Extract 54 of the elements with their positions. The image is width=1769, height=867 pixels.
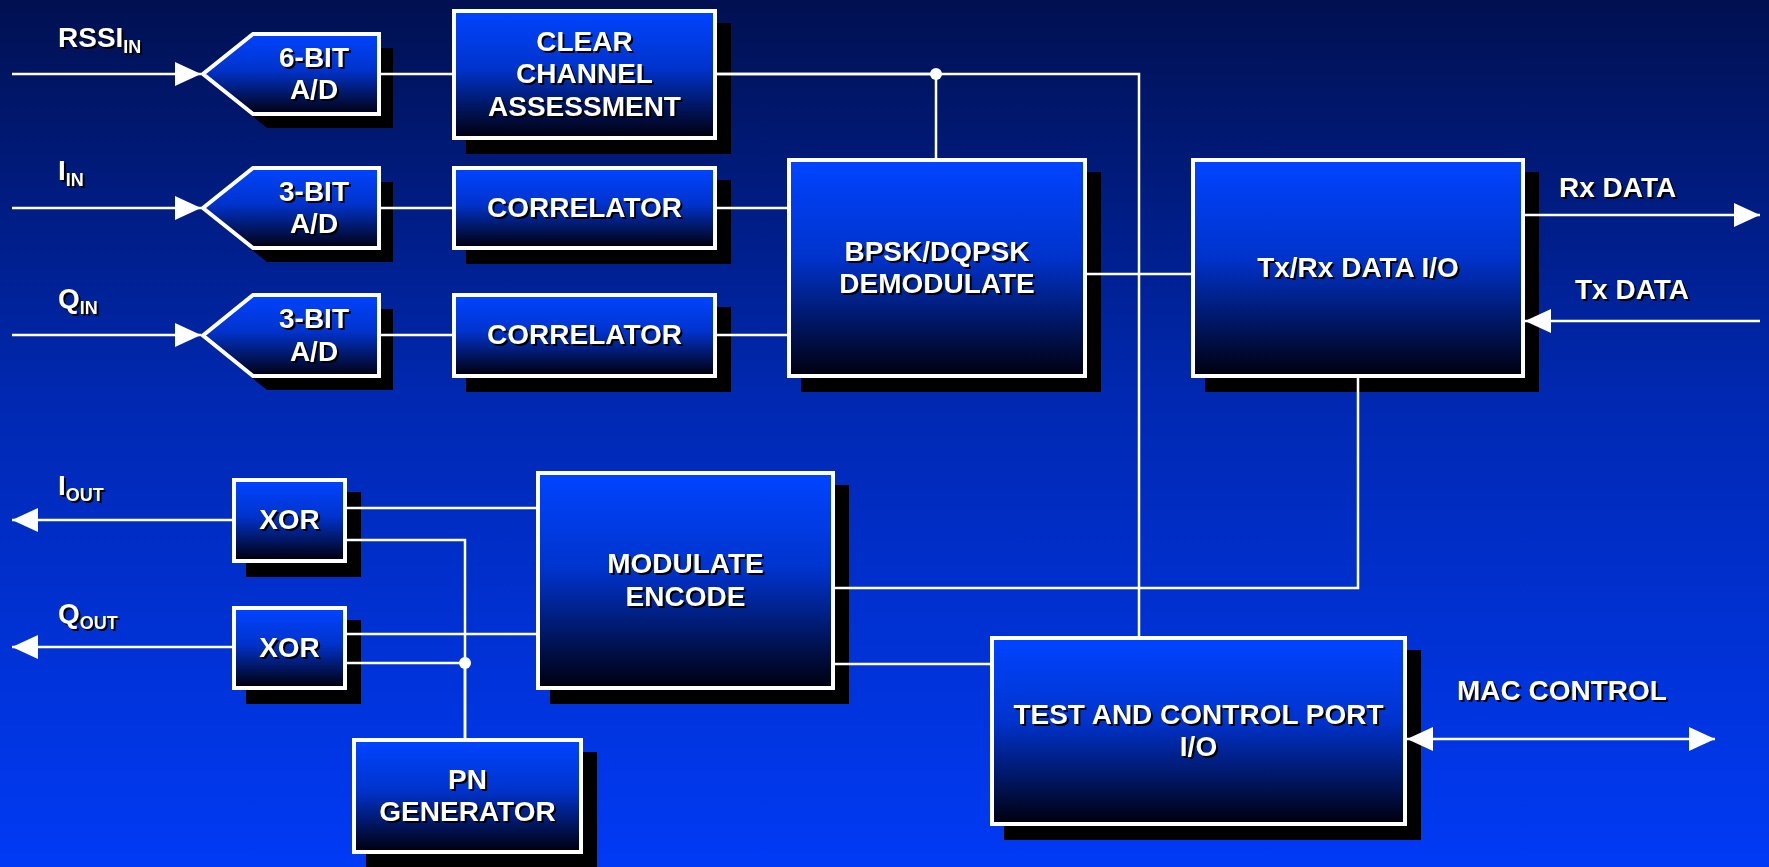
signal-label: RSSI$_{IN}$ [58, 22, 142, 55]
arrow [12, 635, 232, 659]
connector-line [1087, 272, 1191, 276]
block-label: 3-BIT A/D [278, 175, 350, 241]
process-block [452, 166, 717, 250]
connector-line [347, 506, 536, 510]
process-block [1191, 158, 1525, 378]
arrow [1525, 203, 1760, 227]
block-label: 6-BIT A/D [278, 41, 350, 107]
block-label: XOR [258, 631, 321, 665]
arrow [1407, 727, 1715, 751]
process-block [232, 606, 347, 690]
converter-block [201, 293, 381, 378]
signal-label: Rx DATA [1559, 172, 1677, 205]
arrow [1525, 309, 1760, 333]
connector-line [717, 333, 787, 337]
block-label: CORRELATOR [486, 319, 683, 352]
converter-block [201, 32, 381, 116]
arrow [12, 62, 201, 86]
signal-label: MAC CONTROL [1457, 675, 1667, 708]
connector-line [381, 72, 452, 76]
connector-line [717, 72, 1141, 636]
signal-label: Tx DATA [1575, 274, 1690, 307]
block-label: CLEAR CHANNEL ASSESSMENT [487, 26, 682, 123]
process-block [787, 158, 1087, 378]
process-block [232, 478, 347, 563]
connector-line [835, 378, 1360, 590]
process-block [990, 636, 1407, 826]
block-label: BPSK/DQPSK DEMODULATE [838, 235, 1036, 301]
arrow [12, 323, 201, 347]
process-block [536, 471, 835, 690]
connector-line [381, 333, 452, 337]
arrow [12, 196, 201, 220]
block-label: MODULATE ENCODE [606, 548, 765, 613]
block-label: CORRELATOR [486, 191, 683, 225]
connector-line [835, 662, 990, 666]
signal-label: I$_{OUT}$ [58, 470, 104, 503]
block-label: PN GENERATOR [378, 763, 557, 829]
signal-label: I$_{IN}$ [58, 155, 84, 188]
converter-block [201, 166, 381, 250]
process-block [452, 293, 717, 378]
block-label: TEST AND CONTROL PORT I/O [1012, 698, 1385, 764]
block-label: 3-BIT A/D [278, 303, 350, 368]
block-label: Tx/Rx DATA I/O [1256, 251, 1460, 285]
connector-line [717, 206, 787, 210]
signal-label: Q$_{IN}$ [58, 283, 98, 316]
connector-line [347, 632, 536, 636]
connector-line [381, 206, 452, 210]
block-label: XOR [258, 504, 321, 537]
connector-line [347, 661, 467, 738]
signal-label: Q$_{OUT}$ [58, 598, 118, 631]
arrow [12, 508, 232, 532]
process-block [352, 738, 583, 854]
process-block [452, 9, 717, 140]
